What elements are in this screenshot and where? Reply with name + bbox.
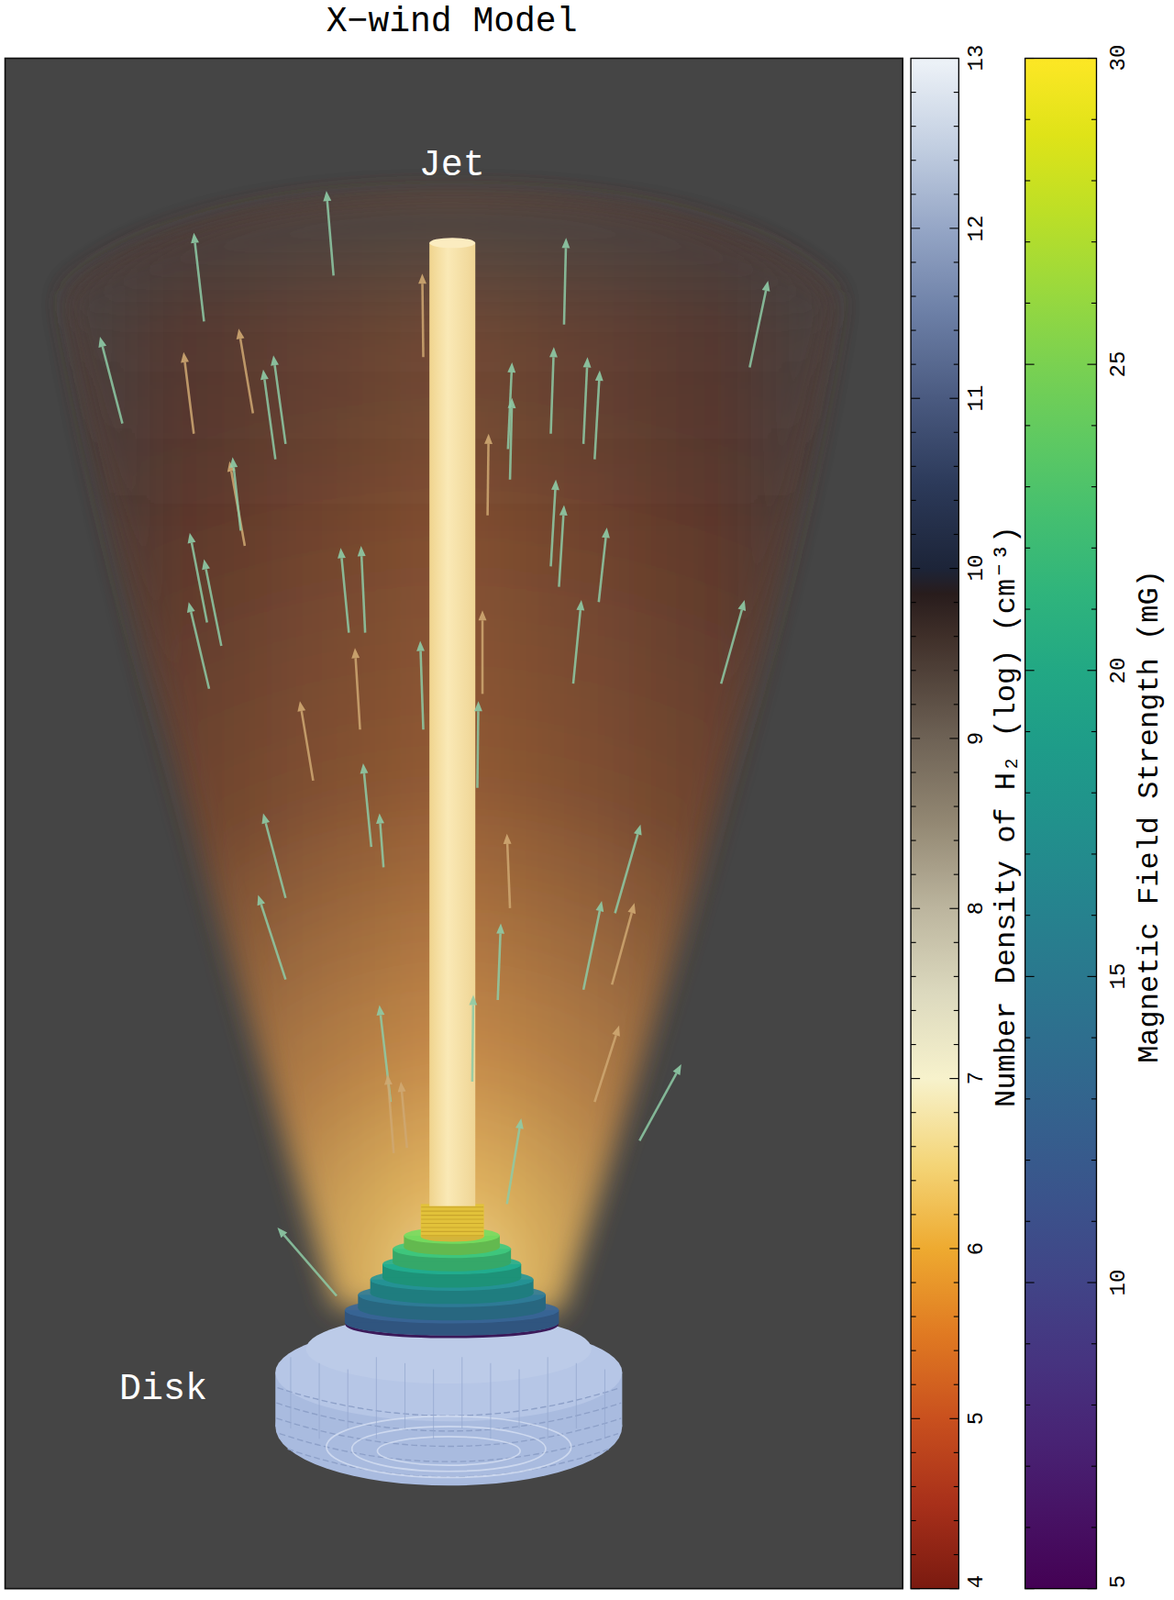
field-arrow (201, 559, 222, 647)
density-colorbar (910, 58, 959, 1589)
jet-base-steps (344, 1203, 560, 1337)
field-arrow (594, 370, 603, 460)
field-arrow (583, 900, 604, 990)
field-arrow (558, 505, 567, 587)
field-arrow (188, 532, 208, 623)
field-arrow (573, 599, 585, 684)
field-arrow (351, 647, 360, 730)
field-arrow (478, 609, 488, 694)
tick-label: 10 (965, 554, 988, 582)
field-arrow (474, 700, 483, 788)
field-arrow (583, 356, 592, 444)
tick-label: 12 (965, 214, 988, 242)
field-arrow (418, 273, 427, 357)
field-arrow (276, 1227, 337, 1296)
field-arrow (261, 812, 286, 898)
field-arrow (384, 1074, 394, 1153)
figure-title: X−wind Model (326, 4, 578, 40)
tick-label: 25 (1107, 351, 1130, 378)
field-arrow (337, 547, 349, 632)
tick-label: 4 (965, 1574, 988, 1588)
field-arrow (322, 190, 333, 276)
jet-label: Jet (419, 147, 486, 185)
field-arrow (260, 369, 276, 460)
field-arrow (468, 994, 477, 1082)
field-arrow (611, 902, 636, 985)
tick-label: 5 (1107, 1574, 1130, 1588)
field-arrow (639, 1063, 682, 1141)
tick-label: 7 (965, 1071, 988, 1085)
field-arrow (257, 894, 287, 979)
field-arrow (98, 336, 122, 424)
field-arrow (496, 923, 505, 1000)
field-arrow (229, 456, 241, 531)
field-arrow (720, 599, 746, 684)
field-arrow (416, 641, 425, 731)
jet-cylinder (429, 237, 476, 1206)
axis-title: Number Density of H₂ (log) (cm⁻³) (992, 525, 1022, 1108)
field-arrow (398, 1081, 408, 1148)
tick-label: 30 (1107, 44, 1130, 72)
disk-shape (275, 1313, 622, 1485)
tick-label: 20 (1107, 656, 1130, 684)
field-arrow (551, 479, 560, 567)
field-arrow (180, 352, 194, 434)
field-colorbar (1025, 58, 1097, 1589)
field-arrow (508, 398, 517, 480)
axis-title: Magnetic Field Strength (mG) (1135, 569, 1165, 1064)
field-vectors (98, 190, 770, 1296)
tick-label: 11 (965, 385, 988, 412)
field-arrow (561, 237, 570, 325)
field-arrow (270, 354, 286, 444)
tick-label: 13 (965, 44, 988, 72)
field-arrow (484, 433, 493, 516)
wind-cone (69, 199, 832, 1311)
field-arrow (503, 833, 512, 909)
disk-label: Disk (119, 1371, 208, 1408)
tick-label: 6 (965, 1241, 988, 1255)
tick-label: 9 (965, 731, 988, 745)
tick-label: 10 (1107, 1268, 1130, 1296)
field-arrow (227, 461, 245, 546)
field-arrow (236, 328, 254, 413)
tick-label: 15 (1107, 963, 1130, 990)
field-arrow (357, 545, 366, 633)
field-arrow (507, 1118, 524, 1204)
tick-label: 5 (965, 1411, 988, 1425)
field-arrow (549, 346, 558, 434)
field-arrow (190, 232, 204, 322)
tick-label: 8 (965, 901, 988, 915)
field-arrow (360, 763, 372, 847)
panel-background (5, 58, 904, 1589)
field-arrow (598, 527, 610, 602)
field-arrow (297, 700, 313, 781)
field-arrow (594, 1025, 621, 1102)
field-arrow (376, 812, 385, 867)
field-arrow (749, 280, 770, 368)
field-arrow (187, 601, 210, 689)
field-arrow (615, 824, 643, 914)
